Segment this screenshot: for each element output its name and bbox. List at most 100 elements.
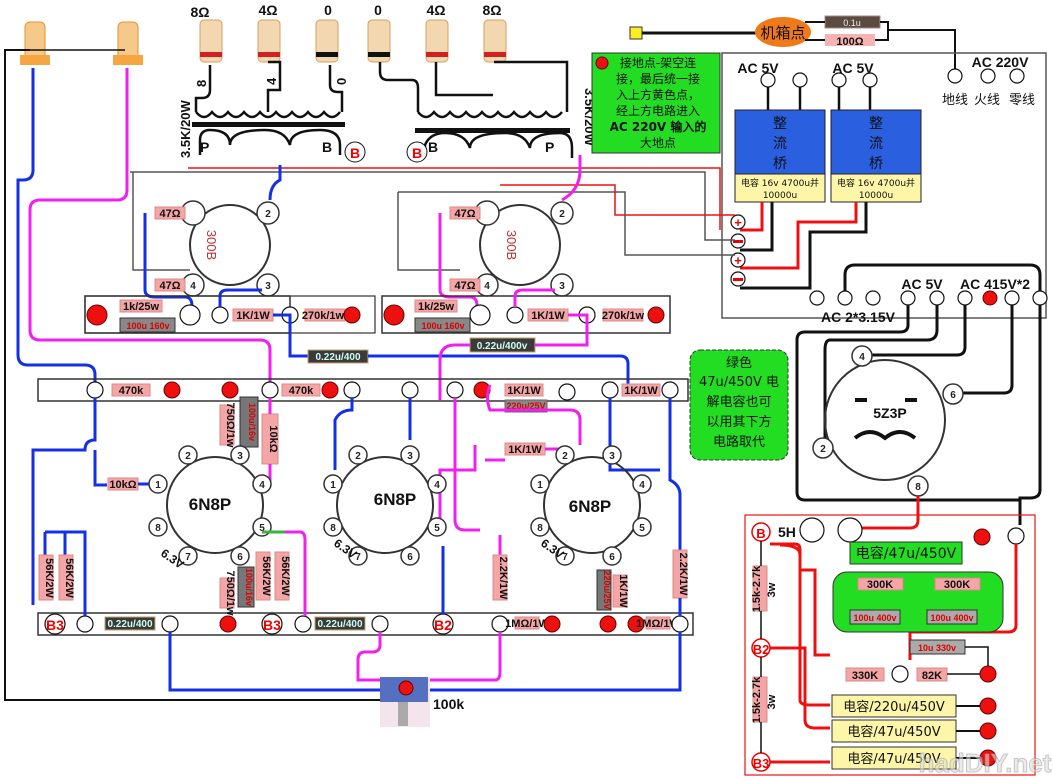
terminal-label-0-left: 0 <box>324 2 332 18</box>
svg-text:6N8P: 6N8P <box>374 490 417 509</box>
svg-text:82K: 82K <box>922 670 942 682</box>
svg-text:1K/1W: 1K/1W <box>508 444 542 456</box>
svg-text:8: 8 <box>537 523 543 534</box>
earth-terminal <box>947 68 963 84</box>
choke-label: 5H <box>778 524 796 540</box>
svg-text:桥: 桥 <box>773 156 787 172</box>
svg-text:100u 400v: 100u 400v <box>930 613 973 623</box>
svg-text:B3: B3 <box>753 756 770 771</box>
svg-text:220u/25V: 220u/25V <box>602 570 612 609</box>
svg-text:1K/1W: 1K/1W <box>617 574 629 608</box>
svg-text:整: 整 <box>869 116 883 132</box>
svg-text:220u/25V: 220u/25V <box>506 401 545 411</box>
svg-text:270k/1w: 270k/1w <box>302 310 345 322</box>
svg-text:100Ω: 100Ω <box>836 36 863 48</box>
svg-text:300K: 300K <box>867 579 893 591</box>
svg-text:1.5k-2.7k: 1.5k-2.7k <box>751 565 763 612</box>
volume-potentiometer[interactable]: 100k <box>380 677 464 727</box>
svg-text:B3: B3 <box>46 617 64 633</box>
svg-text:B2: B2 <box>434 617 452 633</box>
decoupling-cap-10u: 10u 330v <box>909 639 966 655</box>
svg-text:1MΩ/1W: 1MΩ/1W <box>505 618 549 630</box>
svg-text:零线: 零线 <box>1009 93 1035 108</box>
svg-text:AC 220V: AC 220V <box>972 54 1029 70</box>
rectifier-bridge-2: 整 流 桥 电容 16v 4700u并 10000u <box>830 109 922 203</box>
svg-text:流: 流 <box>773 136 787 152</box>
dc-terminals: + + <box>730 214 746 287</box>
svg-text:B: B <box>756 526 765 541</box>
svg-text:B: B <box>428 139 438 155</box>
svg-text:1K/1W: 1K/1W <box>507 385 541 397</box>
b-plus-marker: B <box>350 145 360 161</box>
coupling-cap-right: 0.22u/400v <box>469 337 536 353</box>
svg-text:6: 6 <box>609 552 615 563</box>
terminal-label-8ohm-left: 8Ω <box>190 4 209 20</box>
svg-text:10000u: 10000u <box>859 191 893 201</box>
svg-text:大地点: 大地点 <box>640 136 676 150</box>
svg-text:2.2K/1W: 2.2K/1W <box>677 553 689 596</box>
svg-text:解电容也可: 解电容也可 <box>706 394 771 410</box>
svg-text:火线: 火线 <box>974 93 1000 108</box>
svg-text:B2: B2 <box>753 642 770 657</box>
driver-board: 470k 470k 1K/1W 1K/1W 220u/25V <box>37 378 689 413</box>
svg-text:56K/2W: 56K/2W <box>279 556 291 596</box>
svg-text:4: 4 <box>484 281 490 292</box>
ground-wire <box>4 49 380 701</box>
svg-text:AC 5V: AC 5V <box>737 60 779 76</box>
ground-note-box: 接地点-架空连 接，最后统一接 入上方黄色点， 经上方电路进入 AC 220V … <box>591 52 721 154</box>
terminal-label-4ohm-right: 4Ω <box>426 2 445 18</box>
driver-tube-3: 2 3 1 4 8 5 7 6 6N8P 6.3V <box>530 445 652 566</box>
svg-text:56K/2W: 56K/2W <box>260 556 272 596</box>
binding-post-icon <box>199 19 223 63</box>
svg-text:整: 整 <box>773 116 787 132</box>
chassis-terminal-icon <box>629 26 643 40</box>
svg-text:1MΩ/1W: 1MΩ/1W <box>636 618 680 630</box>
svg-text:AC 2*3.15V: AC 2*3.15V <box>821 309 896 325</box>
rectifier-tube-5z3p: 4 6 2 8 5Z3P <box>795 305 1042 530</box>
svg-text:300K: 300K <box>944 579 970 591</box>
svg-text:47Ω: 47Ω <box>159 280 180 292</box>
svg-text:接，最后统一接: 接，最后统一接 <box>616 71 700 86</box>
svg-text:750Ω/1w: 750Ω/1w <box>224 571 236 616</box>
svg-text:10000u: 10000u <box>763 191 797 201</box>
svg-text:电容 16v 4700u并: 电容 16v 4700u并 <box>837 177 915 189</box>
power-supply-filter: B 5H 电容/47u/450V 300K 300K 100u 400v 100… <box>744 514 1036 776</box>
tube-label: 5Z3P <box>873 405 906 421</box>
svg-text:0.22u/400: 0.22u/400 <box>317 619 362 630</box>
main-filter-cap: 电容/47u/450V <box>849 528 991 565</box>
svg-text:绿色: 绿色 <box>726 355 752 371</box>
svg-text:750Ω/1w: 750Ω/1w <box>224 403 236 448</box>
svg-text:地线: 地线 <box>942 93 968 108</box>
svg-text:电容 16v 4700u并: 电容 16v 4700u并 <box>741 177 819 189</box>
hv-terminals: AC 2*3.15V AC 5V AC 415V*2 <box>809 263 1048 325</box>
svg-text:以用其下方: 以用其下方 <box>706 414 771 430</box>
svg-text:1: 1 <box>537 480 543 491</box>
svg-text:3w: 3w <box>766 582 778 597</box>
volume-pot-label: 100k <box>433 696 464 712</box>
svg-text:56K/2W: 56K/2W <box>63 558 75 598</box>
svg-text:47u/450V 电: 47u/450V 电 <box>699 375 779 390</box>
svg-text:P: P <box>545 139 554 155</box>
output-transformer-right: B P 3.5K/20W B <box>378 60 597 163</box>
svg-text:100u 400v: 100u 400v <box>853 613 896 623</box>
driver-tube-1: 2 3 1 4 8 5 7 6 6N8P 6.3V <box>148 445 272 572</box>
svg-text:1.5k-2.7k: 1.5k-2.7k <box>751 676 763 723</box>
svg-text:4: 4 <box>859 352 865 363</box>
svg-text:+: + <box>734 253 742 268</box>
output-cathode-board-right: 1k/25w 100u 160v 1K/1W 270k/1w <box>381 288 671 400</box>
svg-text:1: 1 <box>155 480 161 491</box>
svg-text:5: 5 <box>259 523 265 534</box>
speaker-terminals-right: 0 4Ω 8Ω <box>367 2 507 63</box>
svg-text:桥: 桥 <box>869 156 883 172</box>
svg-text:0.22u/400: 0.22u/400 <box>315 352 360 363</box>
svg-text:B3: B3 <box>263 617 281 633</box>
svg-text:3: 3 <box>609 451 615 462</box>
svg-text:电容/220u/450V: 电容/220u/450V <box>843 699 945 715</box>
svg-text:0.1u: 0.1u <box>843 18 861 28</box>
rca-jack-left <box>20 21 50 65</box>
svg-text:电容/47u/450V: 电容/47u/450V <box>856 545 957 562</box>
svg-text:2: 2 <box>820 444 826 455</box>
svg-text:47Ω: 47Ω <box>454 208 475 220</box>
svg-text:8: 8 <box>194 80 209 87</box>
